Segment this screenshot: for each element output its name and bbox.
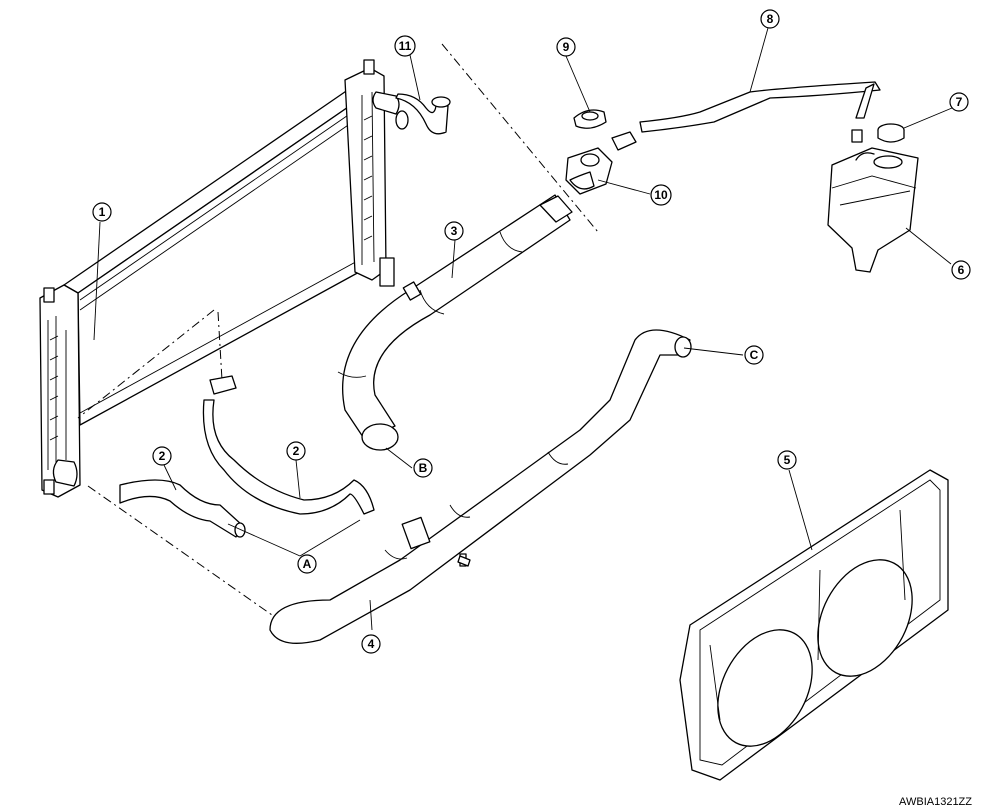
callout-11: 11 xyxy=(394,35,416,57)
svg-text:8: 8 xyxy=(767,12,774,26)
callout-5: 5 xyxy=(777,450,797,470)
callout-3: 3 xyxy=(444,221,464,241)
callout-9: 9 xyxy=(556,37,576,57)
radiator-core-support-5 xyxy=(679,469,949,781)
callout-2-left: 2 xyxy=(152,446,172,466)
svg-text:5: 5 xyxy=(784,453,791,467)
svg-text:10: 10 xyxy=(654,188,668,202)
svg-text:C: C xyxy=(750,348,759,362)
bolt xyxy=(457,555,471,567)
reservoir-hose-8 xyxy=(639,81,881,143)
reservoir-cap-7 xyxy=(877,123,905,143)
svg-text:A: A xyxy=(303,557,312,571)
radiator-cap-9 xyxy=(573,109,607,129)
svg-text:2: 2 xyxy=(159,449,166,463)
callout-A: A xyxy=(297,554,317,574)
svg-text:2: 2 xyxy=(293,444,300,458)
svg-text:11: 11 xyxy=(399,39,412,53)
svg-text:9: 9 xyxy=(563,40,570,54)
callout-10: 10 xyxy=(650,184,672,206)
hose-11 xyxy=(395,93,451,135)
svg-text:6: 6 xyxy=(958,263,965,277)
callout-6: 6 xyxy=(951,260,971,280)
filler-neck-10 xyxy=(565,131,637,195)
hose-2-pair xyxy=(119,375,375,538)
callout-C: C xyxy=(744,345,764,365)
svg-text:4: 4 xyxy=(368,637,375,651)
figure-code: AWBIA1321ZZ xyxy=(899,796,972,808)
leader-lines xyxy=(93,27,953,631)
callout-2-right: 2 xyxy=(286,441,306,461)
svg-text:7: 7 xyxy=(956,95,963,109)
callout-4: 4 xyxy=(361,634,381,654)
callout-1: 1 xyxy=(92,202,112,222)
lower-hose-4 xyxy=(269,329,692,644)
svg-text:3: 3 xyxy=(451,224,458,238)
svg-text:B: B xyxy=(419,461,428,475)
callout-8: 8 xyxy=(760,9,780,29)
alignment-lines xyxy=(77,43,599,616)
callout-B: B xyxy=(413,458,433,478)
svg-text:1: 1 xyxy=(99,205,106,219)
reservoir-tank-6 xyxy=(827,147,919,273)
radiator xyxy=(39,59,400,498)
upper-hose-3 xyxy=(337,194,573,451)
callout-7: 7 xyxy=(949,92,969,112)
